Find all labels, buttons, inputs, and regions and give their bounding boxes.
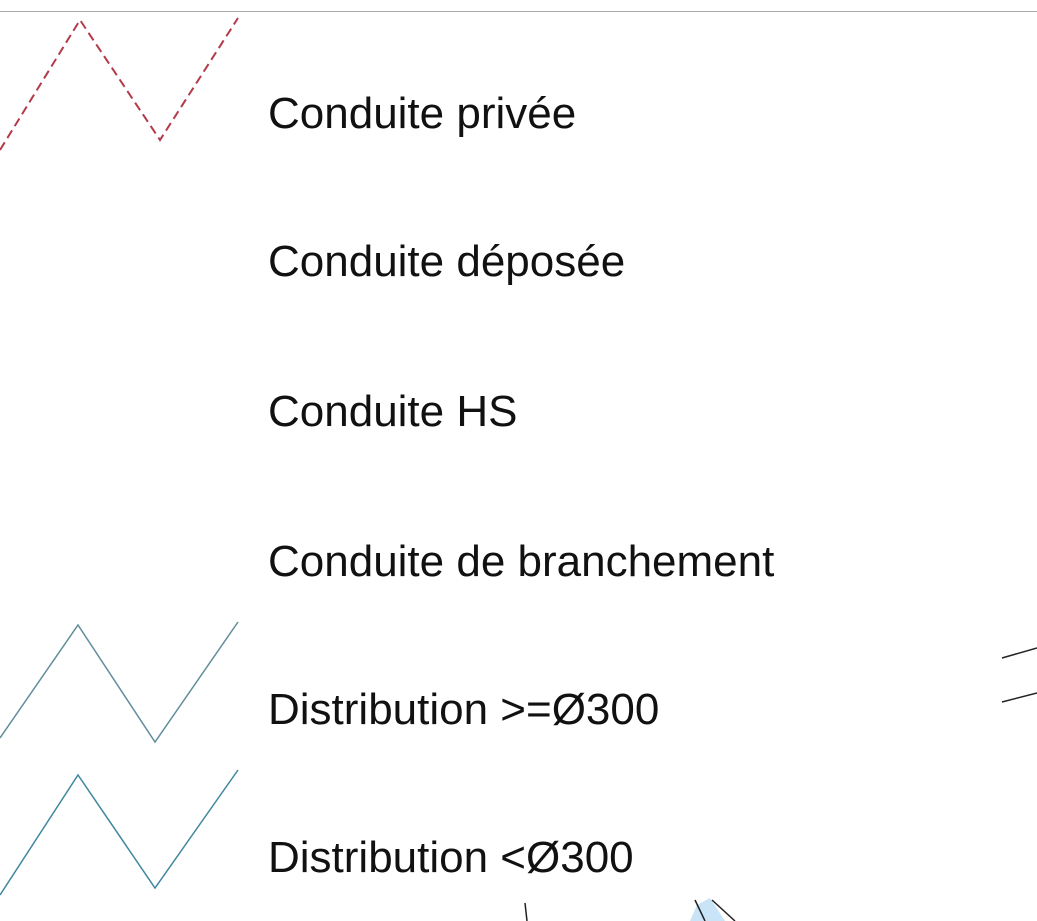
map-line xyxy=(711,899,736,921)
top-divider xyxy=(0,11,1037,12)
map-line xyxy=(524,902,528,921)
symbol-distribution-lt-300 xyxy=(0,769,239,896)
water-area xyxy=(690,898,725,921)
map-line xyxy=(1001,692,1037,703)
legend-label-conduite-hs: Conduite HS xyxy=(268,387,518,436)
legend-label-conduite-branchement: Conduite de branchement xyxy=(268,537,775,586)
symbol-distribution-gte-300 xyxy=(0,621,239,744)
symbol-conduite-privee xyxy=(0,17,239,151)
map-line xyxy=(694,899,706,921)
map-line xyxy=(1001,647,1037,659)
legend-label-conduite-deposee: Conduite déposée xyxy=(268,237,626,286)
legend-label-conduite-privee: Conduite privée xyxy=(268,89,577,138)
legend-label-distribution-gte-300: Distribution >=Ø300 xyxy=(268,685,660,734)
legend-label-distribution-lt-300: Distribution <Ø300 xyxy=(268,833,634,882)
